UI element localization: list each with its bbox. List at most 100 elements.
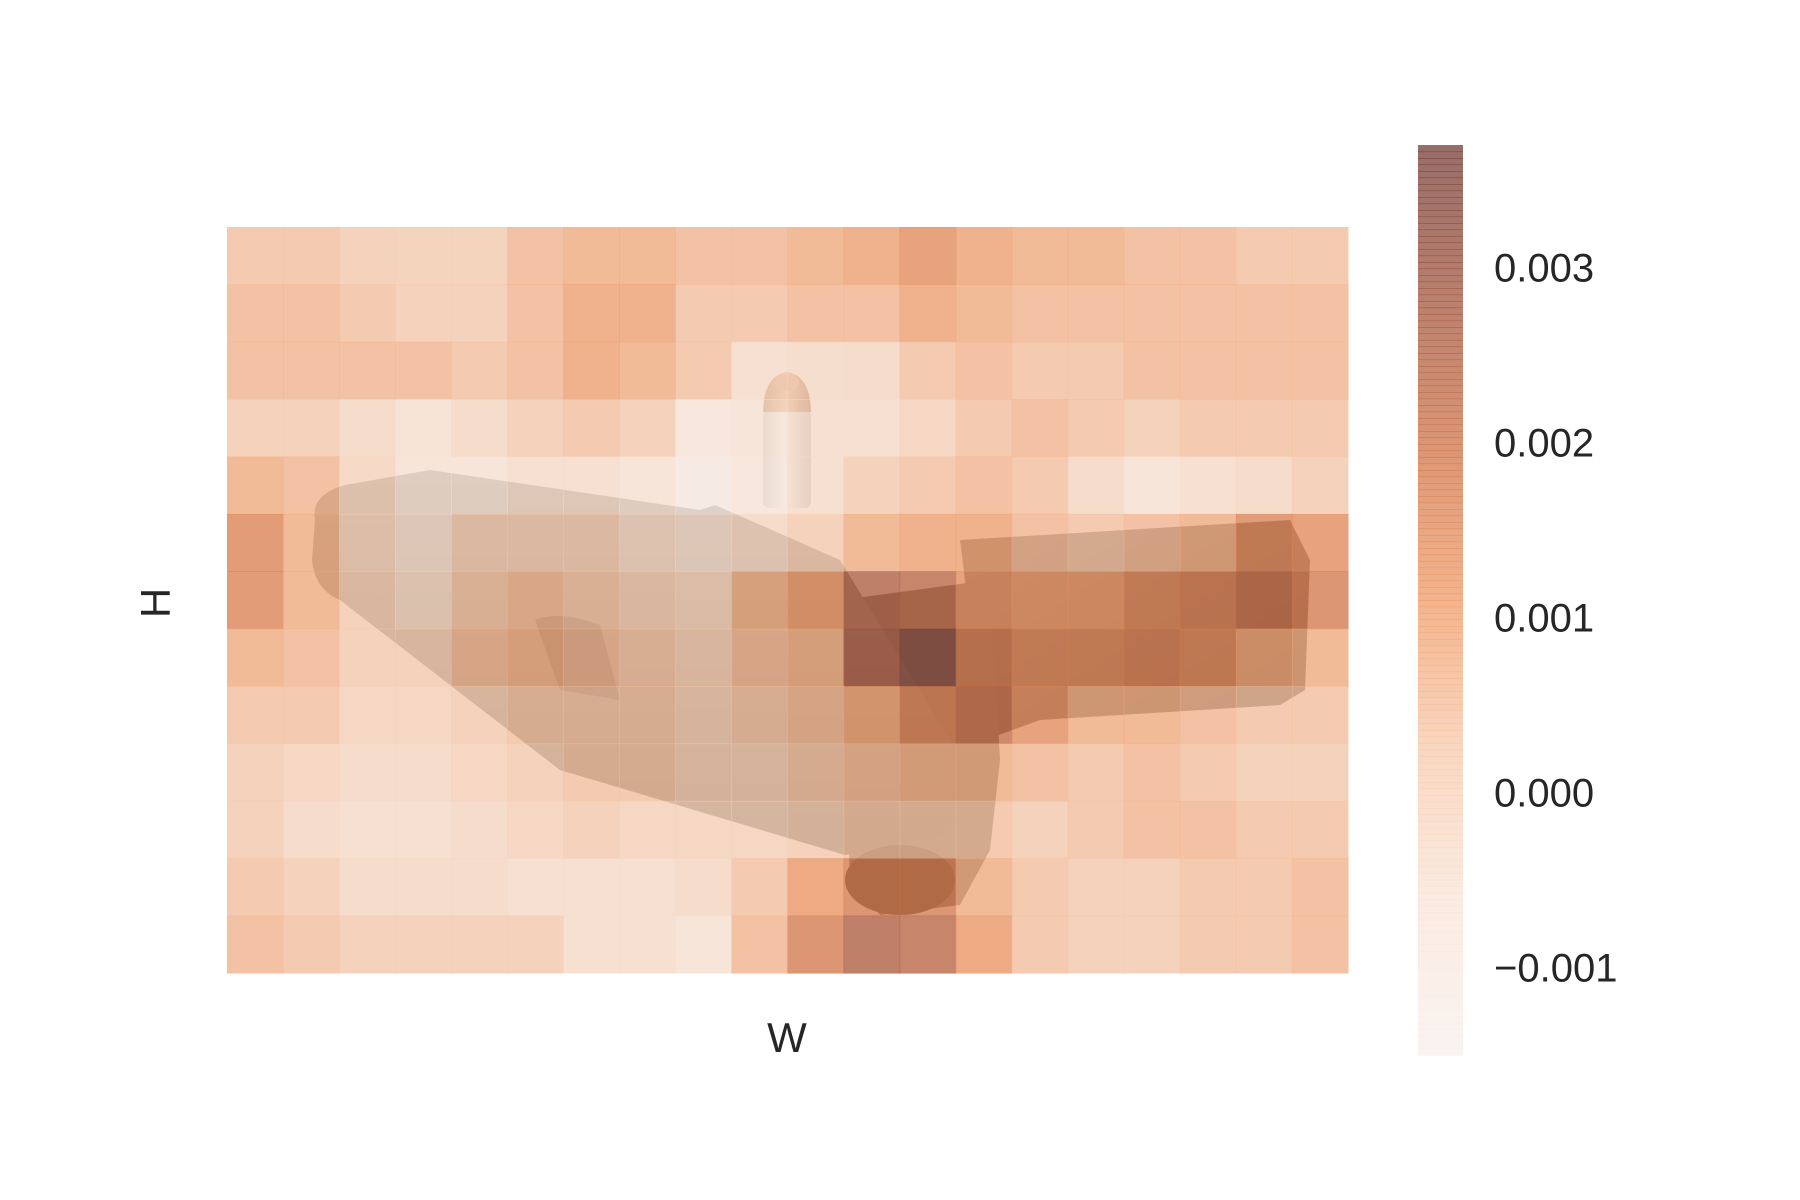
colorbar-segment	[1418, 658, 1463, 666]
colorbar-segment	[1418, 411, 1463, 419]
colorbar-segment	[1418, 346, 1463, 354]
heatmap-cell	[563, 743, 620, 802]
heatmap-cell	[1011, 227, 1069, 285]
heatmap-cell	[227, 399, 284, 458]
heatmap-cell	[227, 456, 284, 515]
colorbar-segment	[1418, 645, 1463, 653]
heatmap-cell	[395, 571, 452, 630]
y-axis-label: H	[132, 588, 179, 618]
heatmap-cell	[507, 513, 564, 572]
heatmap-cell	[339, 628, 396, 687]
heatmap-cell	[787, 227, 845, 285]
colorbar-segment	[1418, 444, 1463, 452]
heatmap-cell	[451, 399, 508, 458]
colorbar-segment	[1418, 808, 1463, 816]
heatmap-cell	[339, 513, 396, 572]
heatmap-cell	[787, 513, 845, 572]
colorbar-segment	[1418, 671, 1463, 679]
heatmap-cell	[899, 399, 957, 458]
heatmap-cell	[731, 858, 789, 917]
heatmap-cell	[675, 858, 733, 917]
heatmap-cell	[507, 341, 564, 400]
colorbar-segment	[1418, 327, 1463, 335]
heatmap-cell	[563, 628, 620, 687]
heatmap-cell	[1235, 800, 1293, 859]
colorbar-segment	[1418, 821, 1463, 829]
colorbar-segment	[1418, 333, 1463, 341]
colorbar-segment	[1418, 678, 1463, 686]
heatmap-cell	[619, 341, 676, 400]
heatmap-cell	[339, 686, 396, 745]
heatmap-cell	[1123, 915, 1181, 974]
heatmap-cell	[1067, 341, 1125, 400]
colorbar-segment	[1418, 372, 1463, 380]
heatmap-cell	[1067, 456, 1125, 515]
colorbar-segment	[1418, 203, 1463, 211]
colorbar-segment	[1418, 892, 1463, 900]
heatmap-cell	[731, 628, 789, 687]
heatmap-cell	[843, 456, 901, 515]
colorbar-segment	[1418, 697, 1463, 705]
colorbar-segment	[1418, 704, 1463, 712]
heatmap-cell	[451, 915, 508, 974]
heatmap-cell	[675, 284, 733, 343]
heatmap-cell	[1123, 628, 1181, 687]
heatmap-cell	[1235, 743, 1293, 802]
colorbar-segment	[1418, 873, 1463, 881]
heatmap-cell	[1291, 571, 1349, 630]
heatmap-cell	[227, 284, 284, 343]
heatmap-cell	[1179, 227, 1237, 285]
heatmap-cell	[843, 800, 901, 859]
colorbar-segment	[1418, 210, 1463, 218]
heatmap-cell	[1291, 456, 1349, 515]
colorbar-segment	[1418, 307, 1463, 315]
heatmap-cell	[675, 571, 733, 630]
heatmap-cell	[563, 456, 620, 515]
colorbar-segment	[1418, 385, 1463, 393]
heatmap-cell	[395, 686, 452, 745]
heatmap-cell	[451, 284, 508, 343]
colorbar-segment	[1418, 1042, 1463, 1050]
heatmap-cell	[899, 456, 957, 515]
colorbar-segment	[1418, 483, 1463, 491]
heatmap-cell	[283, 686, 340, 745]
colorbar-segment	[1418, 398, 1463, 406]
heatmap-cell	[563, 686, 620, 745]
heatmap-cell	[1067, 743, 1125, 802]
colorbar-segment	[1418, 840, 1463, 848]
heatmap-cell	[1179, 341, 1237, 400]
colorbar-segment	[1418, 509, 1463, 517]
heatmap-cell	[619, 686, 676, 745]
heatmap-cell	[843, 743, 901, 802]
heatmap-cell	[507, 456, 564, 515]
heatmap-cell	[843, 858, 901, 917]
heatmap-cell	[619, 227, 676, 285]
heatmap-cell	[675, 399, 733, 458]
heatmap-cell	[619, 513, 676, 572]
colorbar-segment	[1418, 242, 1463, 250]
heatmap-cell	[955, 513, 1013, 572]
colorbar-segment	[1418, 1048, 1463, 1056]
colorbar-segment	[1418, 717, 1463, 725]
heatmap-cell	[451, 513, 508, 572]
heatmap-cell	[395, 341, 452, 400]
heatmap-cell	[451, 341, 508, 400]
colorbar-tick-label: 0.001	[1494, 597, 1594, 641]
heatmap-cell	[1123, 341, 1181, 400]
heatmap-cell	[395, 456, 452, 515]
colorbar-segment	[1418, 1035, 1463, 1043]
heatmap-cell	[507, 284, 564, 343]
heatmap-cell	[675, 743, 733, 802]
heatmap-cell	[1067, 227, 1125, 285]
heatmap-cell	[563, 399, 620, 458]
heatmap-cell	[283, 743, 340, 802]
heatmap-cell	[507, 571, 564, 630]
heatmap-cell	[731, 800, 789, 859]
heatmap-cell	[787, 399, 845, 458]
heatmap-cell	[675, 227, 733, 285]
heatmap-cell	[1011, 628, 1069, 687]
heatmap-cell	[899, 686, 957, 745]
heatmap-cell	[619, 800, 676, 859]
heatmap-cell	[1235, 513, 1293, 572]
heatmap-cell	[619, 571, 676, 630]
